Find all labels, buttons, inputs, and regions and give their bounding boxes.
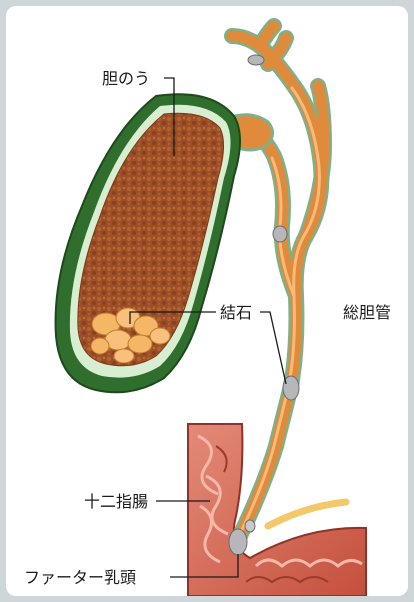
pancreatic-duct: [268, 502, 346, 526]
label-duodenum: 十二指腸: [84, 493, 148, 511]
label-papilla-of-vater: ファーター乳頭: [24, 569, 136, 587]
leader-duct-stone: [260, 312, 286, 384]
illustration-frame: 胆のう 結石 総胆管 十二指腸 ファーター乳頭: [6, 6, 408, 596]
label-gallbladder: 胆のう: [102, 70, 150, 88]
label-gallstones: 結石: [220, 304, 252, 322]
gallbladder-diagram: [6, 6, 408, 596]
label-common-bile-duct: 総胆管: [343, 304, 391, 322]
